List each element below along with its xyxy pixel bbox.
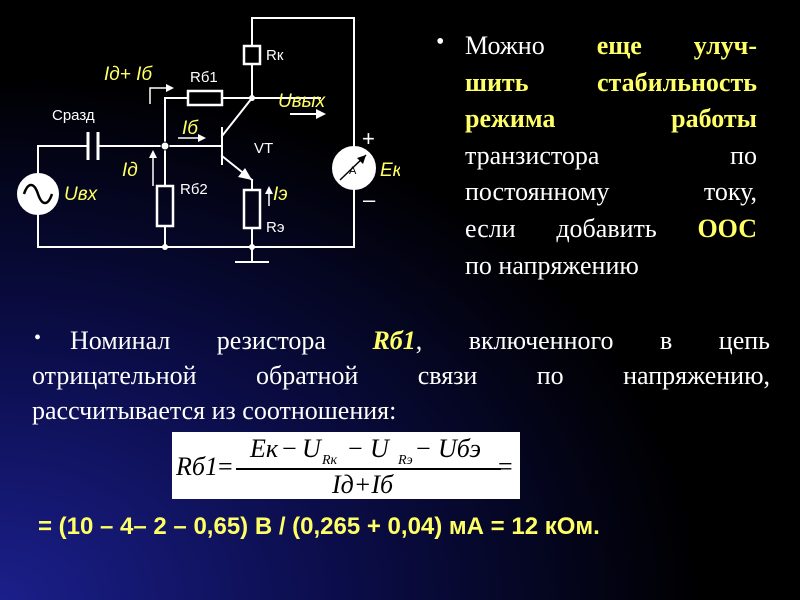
right-line-6: если добавить ООС	[465, 211, 757, 248]
label-ie: Iэ	[273, 184, 288, 205]
right-line-2: шить стабильность	[465, 65, 757, 102]
label-crazd: Cразд	[52, 107, 95, 124]
right-word: улуч-	[693, 31, 757, 60]
right-word: транзистора	[465, 140, 600, 170]
fraction-bar	[236, 468, 501, 470]
right-word: добавить	[556, 213, 657, 243]
formula-eq: =	[218, 452, 233, 481]
bottom-paragraph: Номинал резистора Rб1, включенного в цеп…	[32, 323, 770, 428]
bottom-line-1-before: Номинал резистора	[70, 326, 373, 355]
bottom-line-1: Номинал резистора Rб1, включенного в цеп…	[32, 323, 770, 358]
label-uvyx: Uвых	[278, 91, 327, 112]
right-line-3: режима работы	[465, 101, 757, 138]
label-vt: VT	[254, 140, 273, 157]
right-line-4: транзистора по	[465, 138, 757, 175]
bottom-line-2: отрицательной обратной связи по напряжен…	[32, 361, 770, 390]
rb2-resistor	[155, 184, 175, 228]
right-word: Можно	[465, 31, 545, 60]
re-resistor	[242, 188, 262, 230]
circuit-diagram: A Iд+ Iб Rб1 Rк Uвых Cразд Iб VT + Eк – …	[17, 17, 400, 263]
bottom-bullet: •	[34, 327, 42, 349]
right-word: ООС	[697, 213, 757, 243]
label-rb2: Rб2	[180, 181, 208, 198]
right-line-5: постоянному току,	[465, 174, 757, 211]
label-ek: Eк	[380, 160, 400, 181]
right-word: постоянному	[465, 177, 610, 207]
formula-minus-1: −	[282, 434, 297, 463]
label-rb1: Rб1	[190, 69, 218, 86]
ammeter-letter: A	[349, 165, 357, 177]
formula-den: Iд+Iб	[332, 470, 394, 499]
formula-minus-2: −	[348, 434, 363, 463]
formula-minus-3: −	[416, 434, 431, 463]
formula-u-2: U	[370, 434, 389, 463]
label-rk: Rк	[266, 47, 284, 64]
formula-u-1: U	[302, 434, 321, 463]
formula-ube: Uбэ	[438, 434, 481, 463]
right-word: току,	[703, 177, 757, 207]
right-word: режима	[465, 104, 556, 134]
rb1-term: Rб1	[372, 326, 416, 355]
rk-resistor	[242, 44, 262, 66]
right-word: по напряжению	[465, 250, 639, 280]
right-line-1: Можно еще улуч-	[465, 28, 757, 65]
right-word: если	[465, 213, 516, 243]
formula-eq-right: =	[498, 452, 513, 481]
formula-sub-rk: Rк	[322, 453, 338, 468]
label-ib: Iб	[182, 118, 199, 139]
formula-box: Rб1 = Eк − U Rк − U Rэ − Uбэ Iд+Iб =	[172, 432, 520, 499]
right-bullet: •	[436, 29, 445, 55]
right-word: по	[730, 140, 757, 170]
right-word: стабильность	[597, 67, 757, 97]
right-word: шить	[465, 67, 529, 97]
formula-sub-re: Rэ	[398, 453, 413, 468]
right-line-7: по напряжению	[465, 248, 757, 285]
right-paragraph: Можно еще улуч-шить стабильность режима работ…	[465, 28, 757, 284]
label-minus: –	[363, 187, 376, 212]
right-word: работы	[671, 104, 757, 134]
rb1-resistor	[186, 89, 224, 107]
result-line: = (10 – 4– 2 – 0,65) В / (0,265 + 0,04) …	[38, 513, 600, 540]
bottom-line-1-after: , включенного в цепь	[415, 326, 771, 355]
label-plus: +	[362, 126, 375, 151]
label-id: Iд	[122, 160, 138, 181]
label-id-plus-ib: Iд+ Iб	[104, 64, 153, 85]
bottom-line-3: рассчитывается из соотношения:	[32, 396, 397, 425]
label-uvx: Uвх	[64, 184, 99, 205]
formula-lhs: Rб1	[176, 452, 218, 481]
right-word: еще	[596, 31, 642, 60]
label-re: Rэ	[266, 219, 285, 236]
formula-ek: Eк	[250, 434, 279, 463]
